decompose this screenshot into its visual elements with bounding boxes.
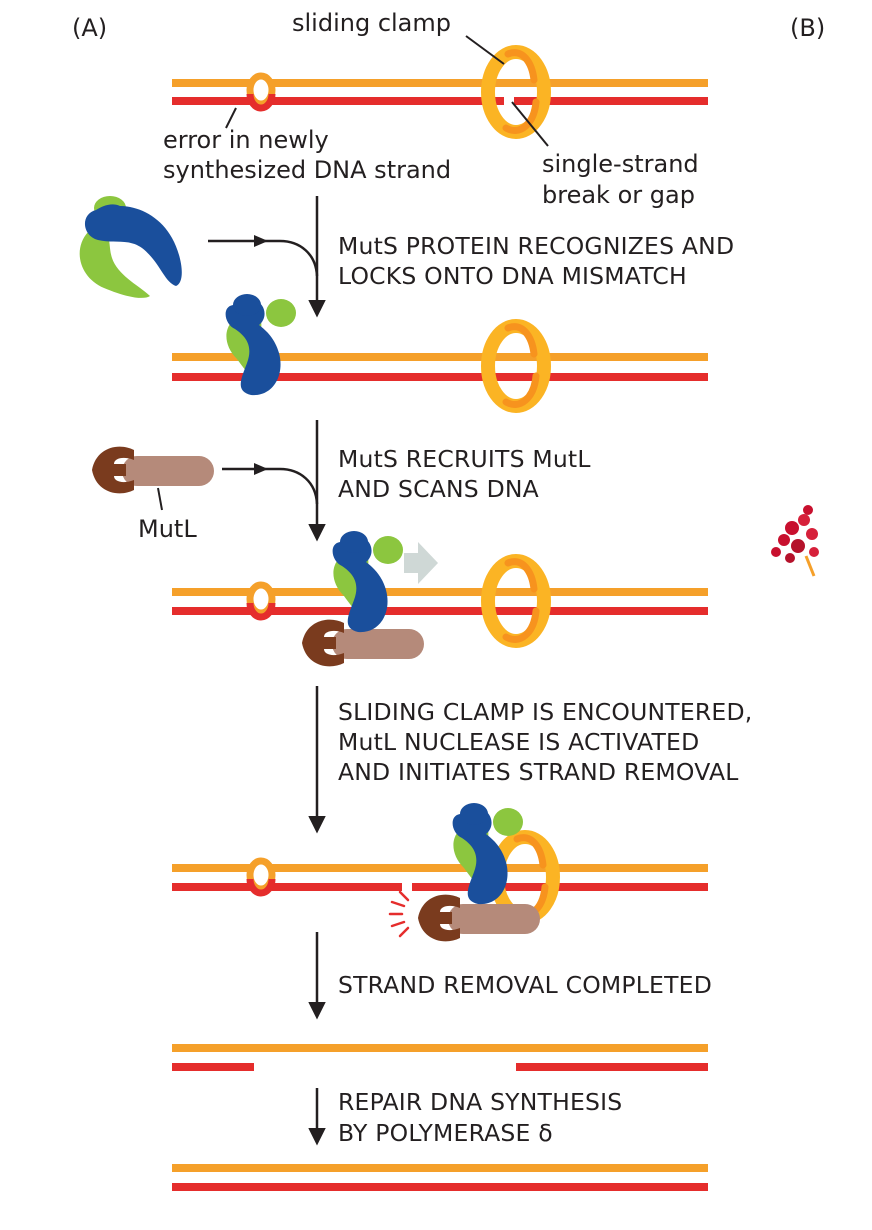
step-5-caption-line2: BY POLYMERASE δ xyxy=(338,1119,553,1147)
error-label-line2: synthesized DNA strand xyxy=(163,156,451,184)
muts-scanning xyxy=(332,531,403,633)
mismatch-bubble xyxy=(246,72,276,108)
step-3-caption-line1: SLIDING CLAMP IS ENCOUNTERED, xyxy=(338,698,752,726)
dna-stage-1 xyxy=(172,52,708,132)
mutl-label: MutL xyxy=(138,515,197,543)
step-3-caption-line3: AND INITIATES STRAND REMOVAL xyxy=(338,758,739,786)
step-4-caption-line1: STRAND REMOVAL COMPLETED xyxy=(338,971,712,999)
sliding-clamp xyxy=(488,561,544,641)
step-2-caption-line2: AND SCANS DNA xyxy=(338,475,539,503)
scan-direction-arrow xyxy=(404,542,438,584)
dna-stage-6-repaired xyxy=(172,1164,708,1191)
step-5-caption-line1: REPAIR DNA SYNTHESIS xyxy=(338,1088,622,1116)
dna-stage-5 xyxy=(172,1044,708,1071)
panel-b-structure xyxy=(771,505,819,577)
step-2-caption-line1: MutS RECRUITS MutL xyxy=(338,445,591,473)
mismatch-bubble xyxy=(246,581,276,617)
step-3-caption-line2: MutL NUCLEASE IS ACTIVATED xyxy=(338,728,699,756)
nuclease-activity-marks xyxy=(388,890,410,938)
sliding-clamp xyxy=(488,52,544,132)
sliding-clamp xyxy=(488,326,544,406)
panel-label-b: (B) xyxy=(790,14,825,42)
step-1-caption-line1: MutS PROTEIN RECOGNIZES AND xyxy=(338,232,734,260)
mismatch-bubble xyxy=(246,857,276,893)
gap-label-line2: break or gap xyxy=(542,181,695,209)
dna-stage-4 xyxy=(172,803,708,942)
panel-label-a: (A) xyxy=(72,14,107,42)
error-label-line1: error in newly xyxy=(163,126,329,154)
dna-stage-3 xyxy=(172,531,708,667)
sliding-clamp-label: sliding clamp xyxy=(292,9,451,37)
mutl-protein-free xyxy=(92,446,214,494)
muts-protein-free xyxy=(79,196,182,298)
step-1-caption-line2: LOCKS ONTO DNA MISMATCH xyxy=(338,262,687,290)
gap-label-line1: single-strand xyxy=(542,150,699,178)
dna-stage-2 xyxy=(172,294,708,406)
